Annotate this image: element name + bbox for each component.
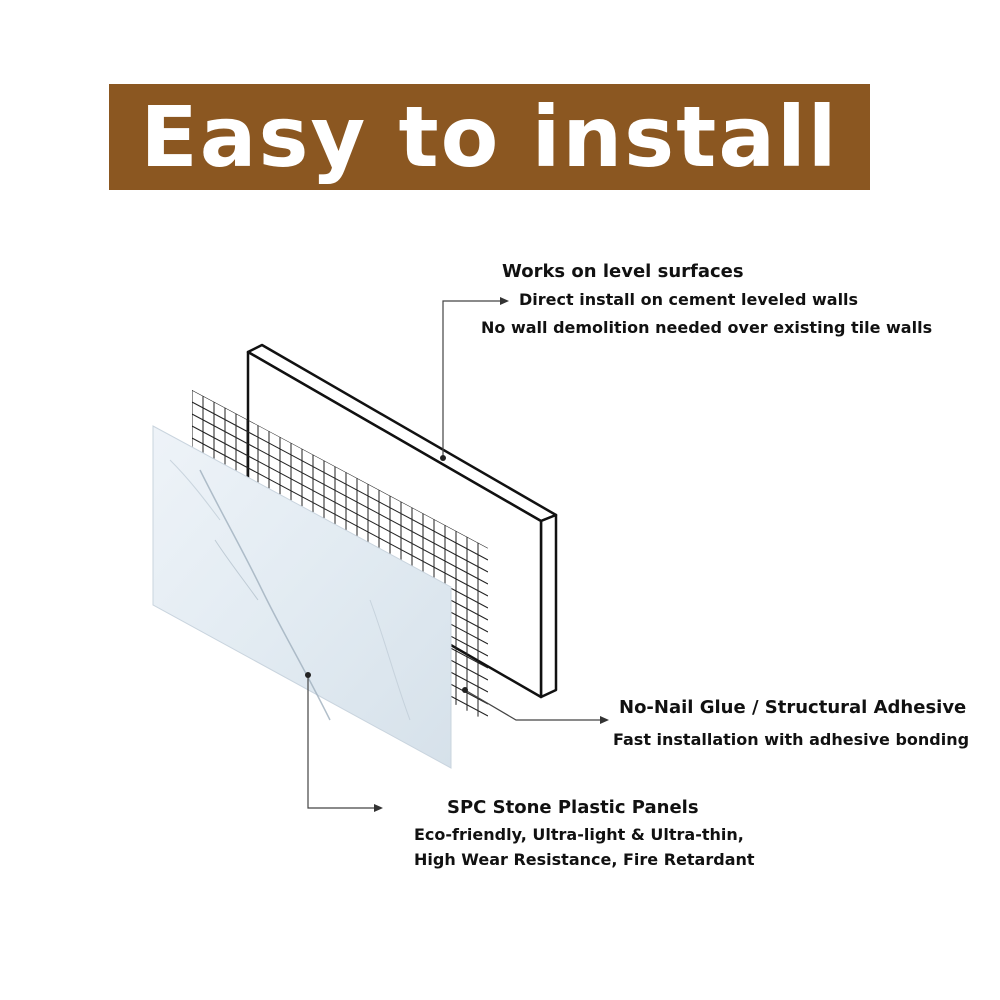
title-banner: Easy to install <box>109 84 870 190</box>
leader-adhesive <box>462 687 609 724</box>
wall-layer-title: Works on level surfaces <box>502 261 744 282</box>
wall-layer-line-2: No wall demolition needed over existing … <box>481 318 933 337</box>
adhesive-layer-line-1: Fast installation with adhesive bonding <box>613 730 970 749</box>
wall-layer-line-1: Direct install on cement leveled walls <box>519 290 859 309</box>
page-title: Easy to install <box>140 88 839 186</box>
panel-layer-title: SPC Stone Plastic Panels <box>447 797 699 818</box>
leader-panel <box>305 672 383 812</box>
leader-wall <box>440 297 509 461</box>
adhesive-layer-title: No-Nail Glue / Structural Adhesive <box>619 697 967 718</box>
panel-layer-line-1: Eco-friendly, Ultra-light & Ultra-thin, <box>414 825 744 844</box>
panel-layer-line-2: High Wear Resistance, Fire Retardant <box>414 850 755 869</box>
wall-board <box>246 343 558 699</box>
